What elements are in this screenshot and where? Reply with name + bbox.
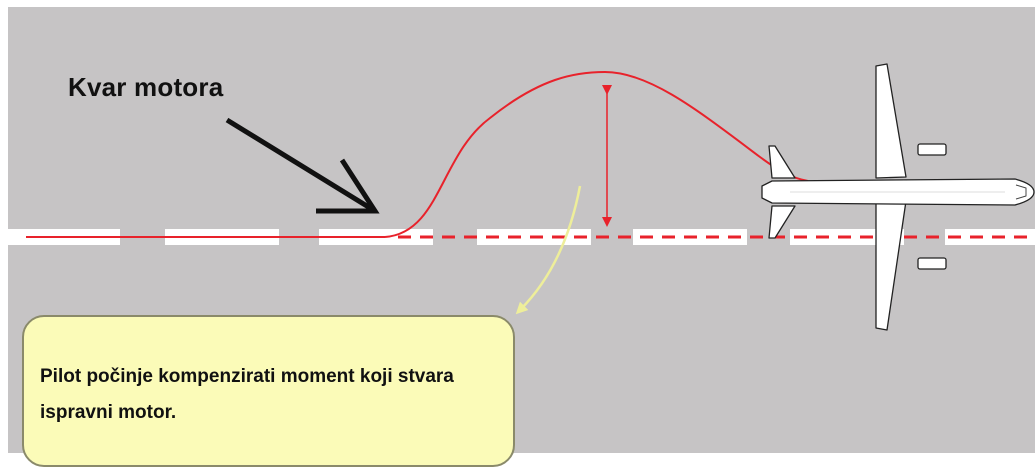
callout-pointer-icon (515, 185, 582, 315)
failure-arrow-icon (225, 117, 380, 214)
callout-text: Pilot počinje kompenzirati moment koji s… (40, 366, 454, 423)
callout-box: Pilot počinje kompenzirati moment koji s… (22, 315, 515, 467)
deviation-path-curve (384, 70, 809, 238)
airplane-icon (761, 63, 1035, 331)
failure-label: Kvar motora (68, 72, 224, 102)
